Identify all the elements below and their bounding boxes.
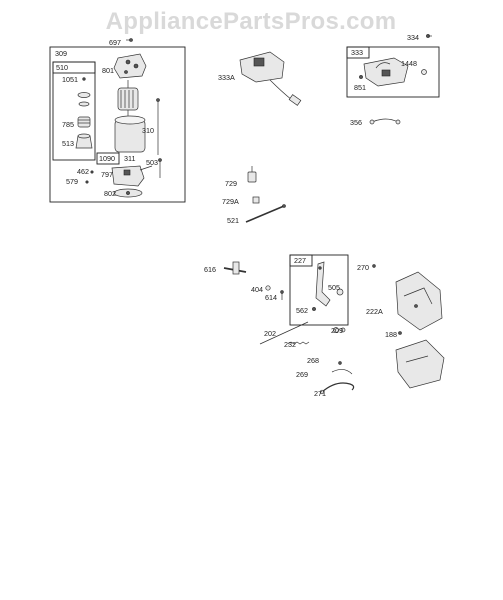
part-614-pin[interactable] bbox=[280, 290, 284, 300]
callout-222A[interactable]: 222A bbox=[366, 307, 383, 316]
part-404-washer[interactable] bbox=[265, 285, 271, 291]
callout-334[interactable]: 334 bbox=[407, 33, 419, 42]
part-268-screw[interactable] bbox=[338, 361, 342, 365]
part-785-spring[interactable] bbox=[77, 116, 91, 128]
part-729A-clip[interactable] bbox=[252, 196, 260, 204]
box-label-frame-333 bbox=[346, 46, 370, 59]
part-232-spring[interactable] bbox=[287, 341, 310, 345]
callout-797[interactable]: 797 bbox=[101, 170, 113, 179]
starter-motor-group: 309 510 1090 697 801 bbox=[49, 38, 186, 203]
part-579-washer[interactable] bbox=[85, 180, 89, 184]
callout-729A[interactable]: 729A bbox=[222, 197, 239, 206]
ignition-group: 334 333A 333 851 1448 356 bbox=[218, 33, 440, 127]
part-1051-clip[interactable] bbox=[82, 77, 86, 81]
callout-851[interactable]: 851 bbox=[354, 83, 366, 92]
box-label-227[interactable]: 227 bbox=[294, 256, 306, 265]
callout-729[interactable]: 729 bbox=[225, 179, 237, 188]
callout-521[interactable]: 521 bbox=[227, 216, 239, 225]
callout-614[interactable]: 614 bbox=[265, 293, 277, 302]
group-box-333 bbox=[346, 46, 440, 98]
callout-802[interactable]: 802 bbox=[104, 189, 116, 198]
part-802-gear-plate[interactable] bbox=[113, 188, 143, 198]
callout-785[interactable]: 785 bbox=[62, 120, 74, 129]
part-616-shaft[interactable] bbox=[223, 261, 247, 275]
governor-group: 616 404 614 227 505 562 270 222A bbox=[204, 254, 445, 398]
callout-503[interactable]: 503 bbox=[146, 158, 158, 167]
callout-310[interactable]: 310 bbox=[142, 126, 154, 135]
callout-616[interactable]: 616 bbox=[204, 265, 216, 274]
box-label-frame-227 bbox=[289, 254, 313, 267]
box-label-510[interactable]: 510 bbox=[56, 63, 68, 72]
callout-271[interactable]: 271 bbox=[314, 389, 326, 398]
callout-333A[interactable]: 333A bbox=[218, 73, 235, 82]
part-269-cable-clamp[interactable] bbox=[331, 369, 353, 375]
callout-1448[interactable]: 1448 bbox=[401, 59, 417, 68]
callout-801[interactable]: 801 bbox=[102, 66, 114, 75]
callout-269[interactable]: 269 bbox=[296, 370, 308, 379]
group-box-510 bbox=[52, 61, 96, 161]
part-797-brush-assembly[interactable] bbox=[111, 165, 153, 187]
part-801-end-cap[interactable] bbox=[113, 53, 147, 79]
part-356-ground-wire[interactable] bbox=[369, 118, 401, 125]
callout-356[interactable]: 356 bbox=[350, 118, 362, 127]
part-202-link[interactable] bbox=[259, 321, 309, 345]
box-label-333[interactable]: 333 bbox=[351, 48, 363, 57]
callout-579[interactable]: 579 bbox=[66, 177, 78, 186]
part-188-screw[interactable] bbox=[398, 331, 402, 335]
part-armature[interactable] bbox=[117, 80, 139, 118]
callout-462[interactable]: 462 bbox=[77, 167, 89, 176]
part-729-terminal[interactable] bbox=[247, 166, 257, 183]
part-505-nut[interactable] bbox=[336, 288, 344, 296]
part-333-module[interactable] bbox=[363, 57, 409, 87]
part-562-bolt[interactable] bbox=[312, 307, 316, 311]
kill-switch-group: 729 729A 521 bbox=[222, 166, 286, 225]
callout-311[interactable]: 311 bbox=[124, 154, 135, 163]
part-310-through-bolt[interactable] bbox=[156, 98, 160, 156]
part-697-screw[interactable] bbox=[126, 38, 133, 42]
part-333A-armature[interactable] bbox=[239, 51, 302, 106]
part-462-nut[interactable] bbox=[90, 170, 94, 174]
part-1448-nut[interactable] bbox=[421, 69, 427, 75]
part-270-screw[interactable] bbox=[372, 264, 376, 268]
callout-270[interactable]: 270 bbox=[357, 263, 369, 272]
part-271-control-cable[interactable] bbox=[319, 382, 355, 395]
part-lower-bracket[interactable] bbox=[395, 339, 445, 389]
part-503-bolt[interactable] bbox=[158, 158, 162, 179]
part-motor-housing[interactable] bbox=[114, 115, 146, 153]
callout-188[interactable]: 188 bbox=[385, 330, 397, 339]
callout-1051[interactable]: 1051 bbox=[62, 75, 78, 84]
callout-697[interactable]: 697 bbox=[109, 38, 121, 47]
callout-268[interactable]: 268 bbox=[307, 356, 319, 365]
watermark-text: AppliancePartsPros.com bbox=[106, 8, 397, 35]
group-box-227 bbox=[289, 254, 349, 326]
part-227-governor-lever[interactable] bbox=[315, 261, 331, 307]
callout-209[interactable]: 209 bbox=[331, 326, 343, 335]
callout-513[interactable]: 513 bbox=[62, 139, 74, 148]
part-851-screw[interactable] bbox=[359, 75, 363, 79]
callout-202[interactable]: 202 bbox=[264, 329, 276, 338]
box-label-309[interactable]: 309 bbox=[55, 49, 67, 58]
box-label-1090[interactable]: 1090 bbox=[99, 154, 115, 163]
group-box-1090 bbox=[96, 152, 120, 165]
callout-505[interactable]: 505 bbox=[328, 283, 340, 292]
part-521-rod[interactable] bbox=[245, 204, 286, 223]
group-box-309 bbox=[49, 46, 186, 203]
part-513-pinion[interactable] bbox=[75, 133, 93, 149]
part-209-clip[interactable] bbox=[333, 327, 346, 333]
part-510-washers[interactable] bbox=[77, 92, 91, 107]
callout-404[interactable]: 404 bbox=[251, 285, 263, 294]
callout-232[interactable]: 232 bbox=[284, 340, 296, 349]
callout-562[interactable]: 562 bbox=[296, 306, 308, 315]
part-222A-control-bracket[interactable] bbox=[395, 271, 443, 331]
